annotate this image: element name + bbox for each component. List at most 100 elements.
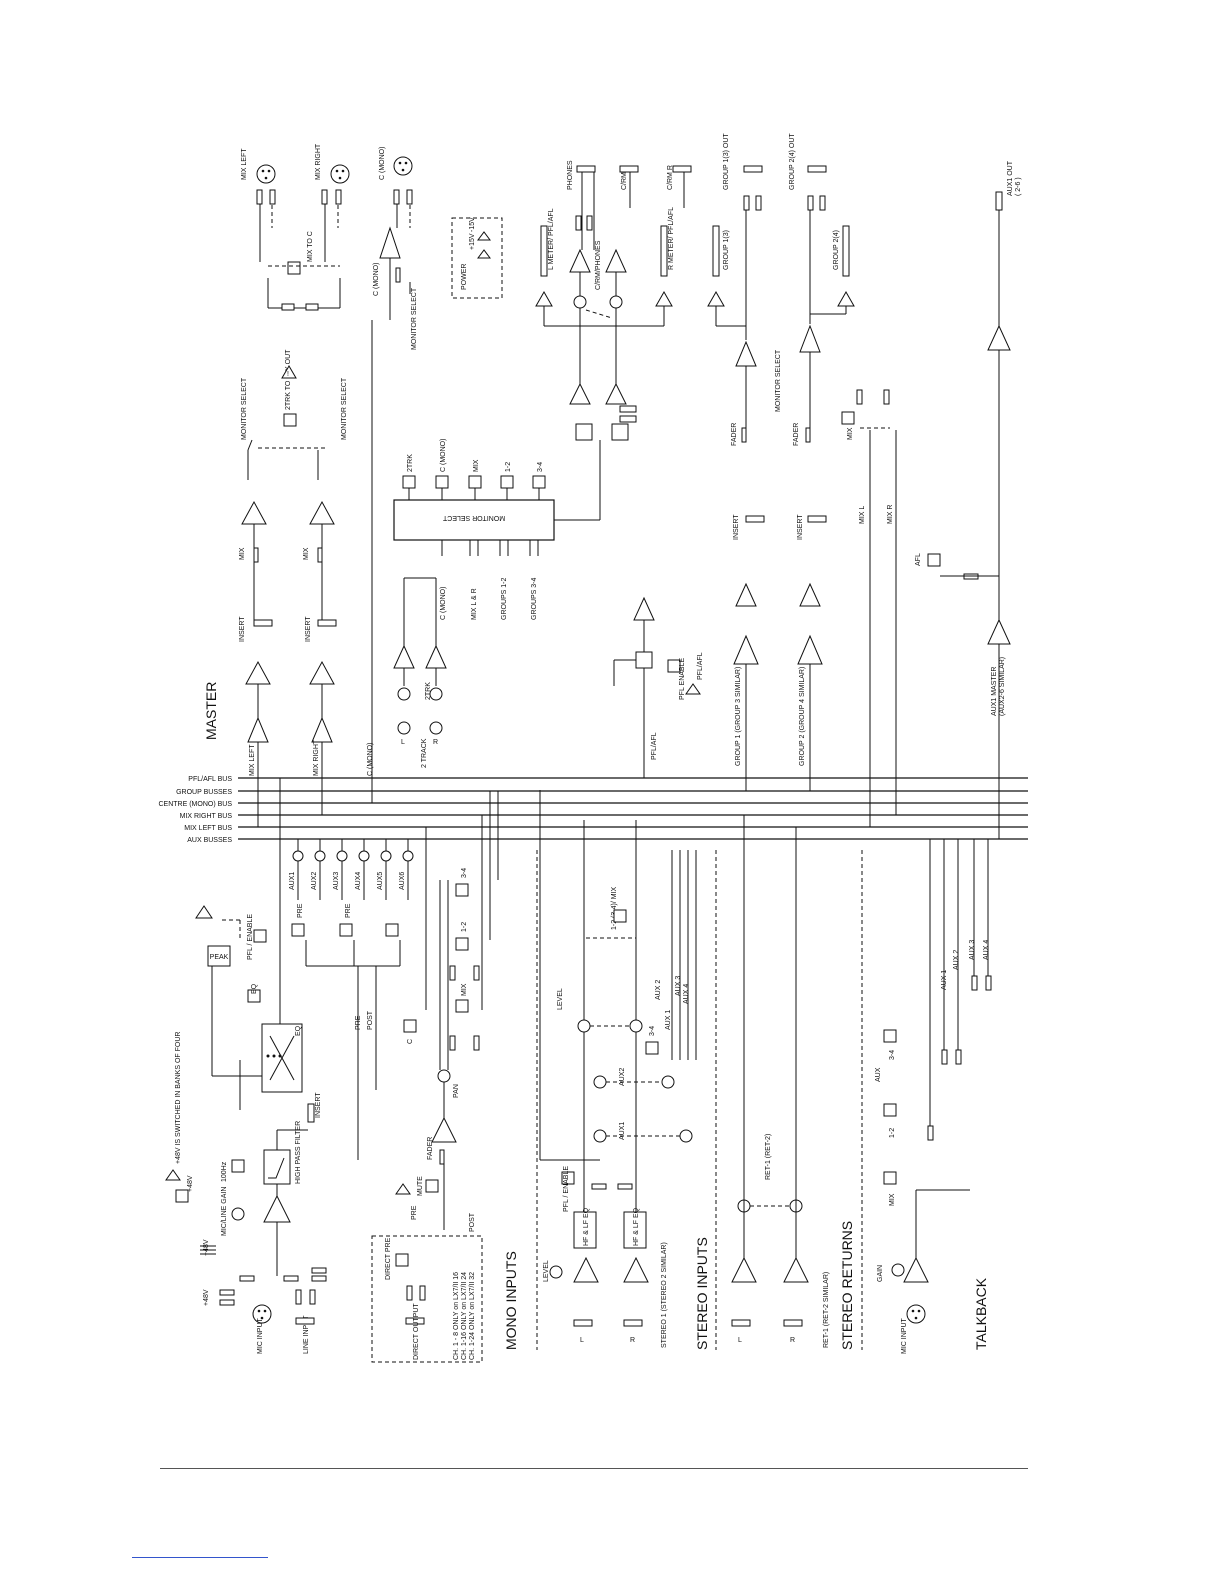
- aux34-pre-button[interactable]: [339, 923, 353, 937]
- mic-line-gain-knob[interactable]: [231, 1207, 245, 1221]
- mute-led-icon: [395, 1183, 411, 1195]
- c-mono-level-icon: [395, 267, 401, 283]
- talkback-mix-button[interactable]: [883, 1171, 897, 1185]
- power-box: [451, 217, 503, 299]
- stereo-34-button[interactable]: [645, 1041, 659, 1055]
- ms-button-c-mono[interactable]: [435, 475, 449, 489]
- talkback-12-button[interactable]: [883, 1103, 897, 1117]
- label-pre-1: PRE: [297, 903, 304, 918]
- label-pan: PAN: [453, 1084, 460, 1098]
- label-stereo-l: L: [580, 1337, 584, 1344]
- label-stereo-aux-a1: AUX 1: [665, 1010, 672, 1030]
- direct-pre-button[interactable]: [395, 1253, 409, 1267]
- label-c-assign: C: [407, 1039, 414, 1044]
- stereo-level-knob[interactable]: [549, 1265, 563, 1279]
- label-b12-assign: 1-2: [461, 922, 468, 932]
- label-p48v-2: +48V: [203, 1239, 210, 1256]
- label-group24: GROUP 2(4): [833, 230, 840, 270]
- mix-assign-button[interactable]: [455, 999, 469, 1013]
- ms-button-mix[interactable]: [468, 475, 482, 489]
- label-hf-lf-eq-l: HF & LF EQ: [583, 1207, 590, 1246]
- group-mix-button[interactable]: [841, 411, 855, 425]
- label-monitor-select-l: MONITOR SELECT: [241, 377, 248, 440]
- b12-assign-button[interactable]: [455, 937, 469, 951]
- stereo-mix-assign-button[interactable]: [613, 909, 627, 923]
- stereo-eq-l-block: [573, 1211, 597, 1249]
- label-crm-r: C/RM R: [667, 165, 674, 190]
- label-mix-assign: MIX: [461, 983, 468, 996]
- line-input-jack-icon: [295, 1317, 315, 1325]
- label-stereo-r: R: [630, 1337, 635, 1344]
- bus-label-pfl: PFL/AFL BUS: [188, 776, 232, 783]
- aux12-pre-button[interactable]: [291, 923, 305, 937]
- section-stereo-inputs: STEREO INPUTS: [694, 1237, 710, 1350]
- label-pre-2: PRE: [345, 903, 352, 918]
- talkback-34-button[interactable]: [883, 1029, 897, 1043]
- label-mic-line-gain: MIC/LINE GAIN: [221, 1187, 228, 1236]
- ms-label-mix: MIX: [473, 459, 480, 472]
- mix-to-c-button[interactable]: [287, 261, 301, 275]
- bus-lines: [238, 777, 1028, 840]
- ms-button-12[interactable]: [500, 475, 514, 489]
- aux56-pre-button[interactable]: [385, 923, 399, 937]
- stereo-pfl-button[interactable]: [561, 1171, 575, 1185]
- label-mic-input: MIC INPUT: [257, 1318, 264, 1355]
- mix-left-xlr-icon: [256, 164, 276, 184]
- l-meter-icon: [540, 225, 548, 277]
- label-monitor-select-r: MONITOR SELECT: [341, 377, 348, 440]
- label-talk-aux3: AUX 3: [969, 940, 976, 960]
- aux-send-knobs: AUX1 AUX2 AUX3 AUX4 AUX5 AUX6: [289, 839, 414, 900]
- mute-button[interactable]: [425, 1179, 439, 1193]
- r-meter-icon: [660, 225, 668, 277]
- label-mix-right-bus: MIX RIGHT: [313, 739, 320, 776]
- stereo-returns: L R RET-1 (RET-2 SIMILAR) RET-1 (RET-2): [731, 815, 830, 1348]
- ms-label-34: 3-4: [537, 462, 544, 472]
- eq-button[interactable]: [247, 989, 261, 1003]
- label-c-mono-out: C (MONO): [379, 147, 386, 180]
- monitor-select-block: [393, 499, 555, 541]
- label-p48v-banks: +48V IS SWITCHED IN BANKS OF FOUR: [175, 1032, 182, 1164]
- b34-assign-button[interactable]: [455, 883, 469, 897]
- ms-button-34[interactable]: [532, 475, 546, 489]
- hz100-button[interactable]: [231, 1159, 245, 1173]
- label-aux1: AUX1: [289, 872, 296, 890]
- bus-label-mix-right: MIX RIGHT BUS: [180, 813, 233, 820]
- label-group2-similar: GROUP 2 (GROUP 4 SIMILAR): [799, 667, 806, 766]
- label-group1-similar: GROUP 1 (GROUP 3 SIMILAR): [735, 667, 742, 766]
- label-mix-to-c: MIX TO C: [307, 231, 314, 262]
- label-stereo-34: 3-4: [649, 1026, 656, 1036]
- label-aux1-out: AUX1 OUT: [1007, 160, 1014, 196]
- bus-label-group: GROUP BUSSES: [176, 789, 232, 796]
- return-l-jack-icon: [731, 1319, 751, 1327]
- afl-button[interactable]: [927, 553, 941, 567]
- c-assign-button[interactable]: [403, 1019, 417, 1033]
- label-stereo-level: LEVEL: [543, 1260, 550, 1282]
- p48v-button[interactable]: [175, 1189, 189, 1203]
- label-talk-aux2: AUX 2: [953, 950, 960, 970]
- talkback-channel: MIC INPUT GAIN MIX 1-2 AUX 3-4 AUX 1 AUX…: [875, 839, 992, 1354]
- mono-channel: MIC INPUT LINE INPUT +48V +48V +48V +48V…: [165, 778, 499, 1363]
- label-stereo-similar: STEREO 1 (STEREO 2 SIMILAR): [661, 1242, 668, 1348]
- group-outputs: GROUP 1(3) OUT GROUP 2(4) OUT GROUP 1(3)…: [707, 133, 897, 827]
- talkback-gain-knob[interactable]: [891, 1263, 905, 1277]
- label-pfl-enable-mono: PFL / ENABLE: [247, 914, 254, 960]
- label-hf-lf-eq-r: HF & LF EQ: [633, 1207, 640, 1246]
- label-mono-insert: INSERT: [315, 1092, 322, 1118]
- label-group2-fader: FADER: [793, 423, 800, 446]
- ms-button-2trk[interactable]: [402, 475, 416, 489]
- trk-to-mix-button[interactable]: [283, 413, 297, 427]
- pfl-enable-mono-button[interactable]: [253, 929, 267, 943]
- label-m15: -15V: [469, 217, 476, 232]
- label-group-mix: MIX: [847, 427, 854, 440]
- label-mix-l-fader: MIX: [239, 547, 246, 560]
- peak-led-icon: [195, 905, 213, 919]
- label-direct-post-sw: POST: [469, 1212, 476, 1232]
- return-r-jack-icon: [783, 1319, 803, 1327]
- pan-knob[interactable]: [437, 1069, 451, 1083]
- pfl-enable-button[interactable]: [667, 659, 681, 673]
- monitor-outputs: PHONES C/RM L C/RM R C/RM/PHONES L METER…: [535, 160, 692, 441]
- label-stereo-pfl: PFL / ENABLE: [563, 1166, 570, 1212]
- two-track-r-jack-icon: [429, 721, 443, 735]
- label-r-meter: R METER/ PFL/AFL: [668, 207, 675, 270]
- label-high-pass: HIGH PASS FILTER: [295, 1121, 302, 1184]
